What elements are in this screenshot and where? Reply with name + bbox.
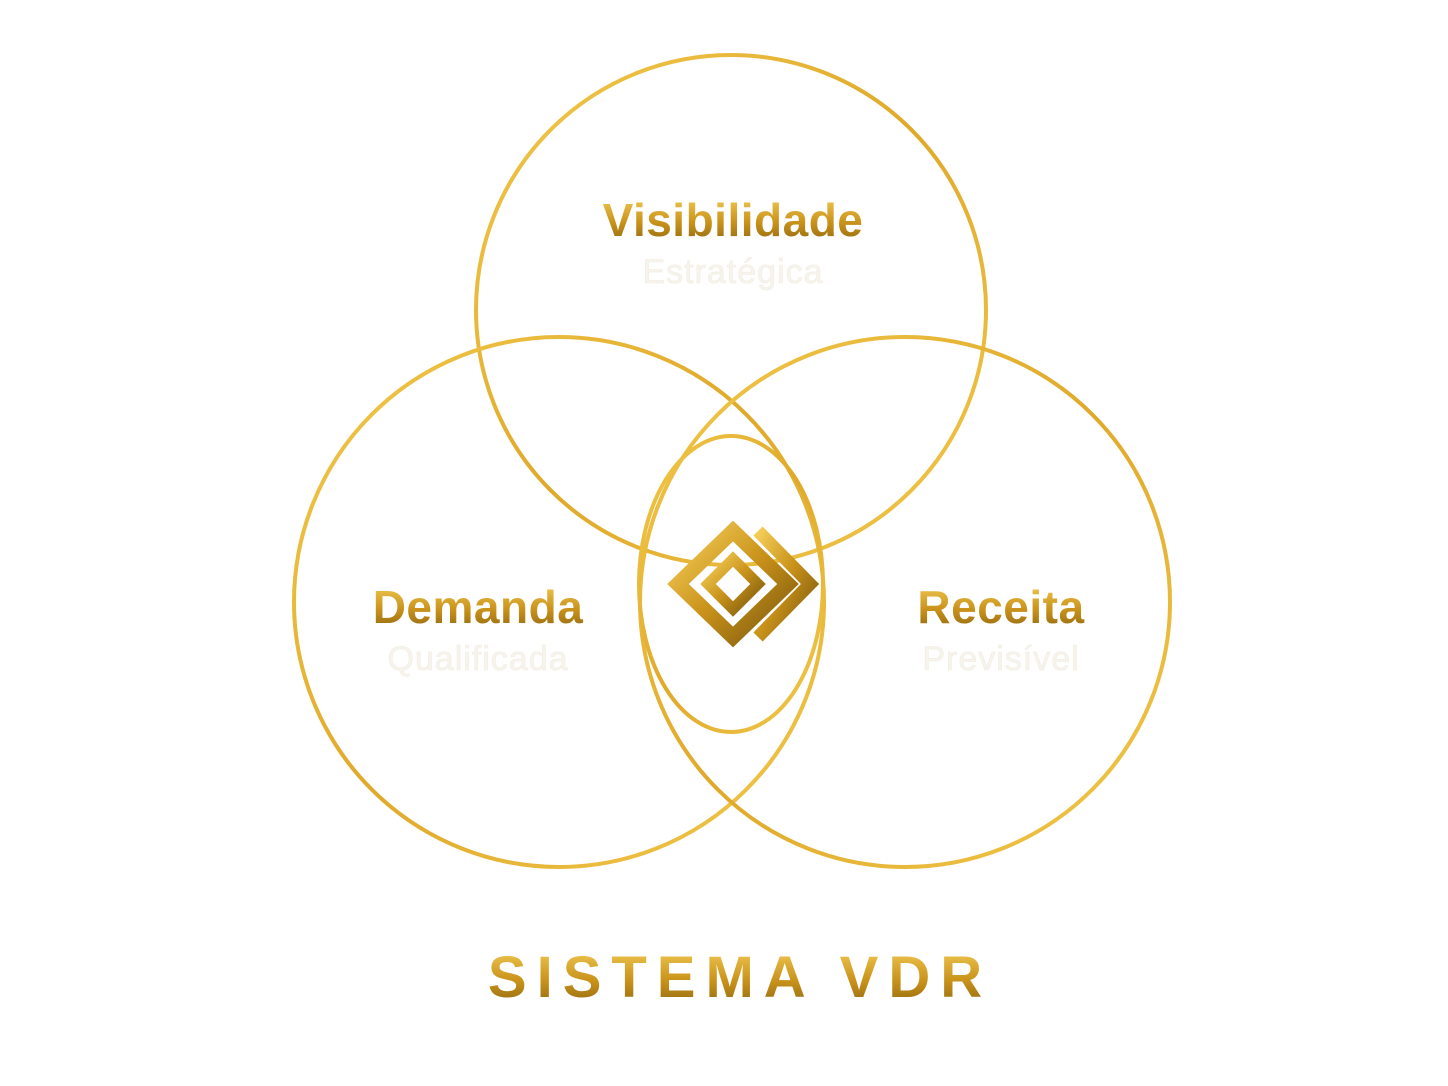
center-ellipse bbox=[637, 434, 825, 734]
system-title: SISTEMA VDR bbox=[488, 945, 992, 1010]
circle-visibilidade bbox=[474, 53, 988, 567]
label-title-demanda: Demanda bbox=[373, 581, 584, 633]
label-subtitle-visibilidade: Estratégica bbox=[642, 253, 823, 291]
label-subtitle-receita: Previsível bbox=[922, 640, 1079, 678]
label-subtitle-demanda: Qualificada bbox=[387, 640, 568, 678]
diamond-logo-icon bbox=[667, 520, 820, 648]
label-title-receita: Receita bbox=[917, 581, 1084, 633]
label-title-visibilidade: Visibilidade bbox=[603, 194, 864, 246]
